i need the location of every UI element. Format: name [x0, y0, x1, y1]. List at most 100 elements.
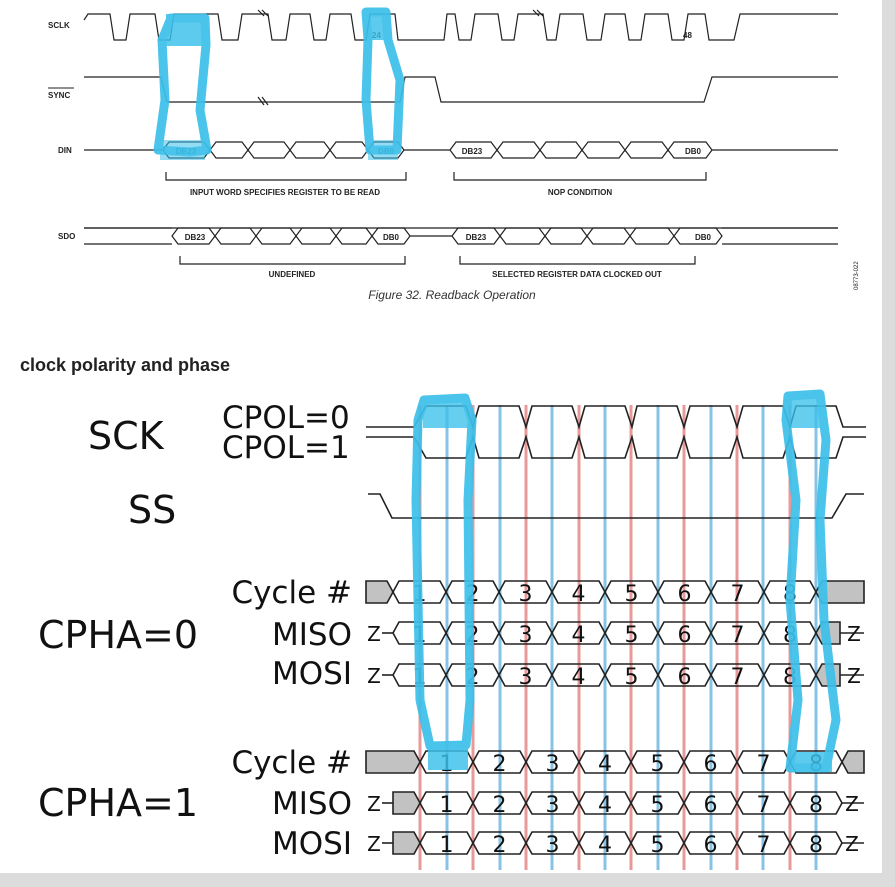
cpha1-cycle-cell-label-6: 6: [704, 752, 718, 777]
cpha1-miso-row: [382, 791, 864, 815]
ss-label: SS: [128, 488, 176, 532]
cpha1-mosi-lead-fill: [392, 831, 421, 855]
bottom-cell-labels: 12345678Z12345678ZZ12345678Z12345678Z123…: [367, 582, 861, 858]
cpha0-mosi-row: [382, 663, 864, 687]
cpha0-mosi-cell-label-6: 6: [678, 665, 692, 690]
cpha1-mosi-cell-label-3: 3: [546, 833, 560, 858]
cpha1-cycle-cell-label-3: 3: [546, 752, 560, 777]
cpha0-cycle-lead-fill: [365, 580, 394, 604]
cpha1-miso-cell-label-3: 3: [546, 793, 560, 818]
sdo-second-word: [451, 227, 723, 245]
sdo-first-brace-label: UNDEFINED: [269, 270, 316, 279]
cpha1-cycle-cell-label-4: 4: [598, 752, 612, 777]
content-panel: [0, 0, 882, 873]
cpha1-cycle-cell-label-5: 5: [651, 752, 665, 777]
cpha1-cycle-lead-fill: [365, 750, 421, 774]
figure-side-code: 08773-022: [854, 261, 860, 290]
cpha0-mosi-cell-label-7: 7: [731, 665, 745, 690]
highlighter-annotations: [153, 7, 841, 773]
figure-caption: Figure 32. Readback Operation: [368, 288, 536, 302]
cpha1-miso-cell-label-2: 2: [493, 793, 507, 818]
din-second-lsb-label: DB0: [685, 147, 702, 156]
section-heading: clock polarity and phase: [20, 355, 230, 375]
cpha0-cycle-cell-label-3: 3: [519, 582, 533, 607]
sdo-first-msb-label: DB23: [185, 233, 206, 242]
cpha0-mosi-cell-label-3: 3: [519, 665, 533, 690]
cpha1-miso-cell-label-8: 8: [809, 793, 823, 818]
highlight-fill-cpha1-cycle8: [792, 752, 832, 772]
cpha1-mosi-cell-label-7: 7: [757, 833, 771, 858]
din-second-word: [449, 141, 713, 159]
sdo-idle-lines: [84, 227, 838, 237]
cpha0-mosi-cell-label-4: 4: [572, 665, 586, 690]
sync-break-marks: [257, 96, 269, 106]
cpol1-label: CPOL=1: [222, 430, 350, 466]
cpha1-mosi-z-right: Z: [845, 832, 859, 856]
cpha1-miso-cell-label-7: 7: [757, 793, 771, 818]
cpha1-mosi-cell-label-6: 6: [704, 833, 718, 858]
cpha1-mosi-z-left: Z: [367, 832, 381, 856]
highlight-fill-sck-first: [423, 398, 469, 428]
cpha1-miso-z-right: Z: [845, 792, 859, 816]
cpha1-cycle-tail-fill: [841, 750, 865, 774]
highlight-first-cycle: [411, 393, 477, 751]
cpol0-label: CPOL=0: [222, 400, 350, 436]
cpha0-cycle-label: Cycle #: [231, 575, 352, 611]
cpha1-mosi-cell-label-8: 8: [809, 833, 823, 858]
cpha0-mosi-z-right: Z: [847, 664, 861, 688]
highlight-fill-sclk-1: [166, 14, 202, 46]
cpha1-mosi-row: [382, 831, 864, 855]
sclk-label: SCLK: [48, 21, 70, 30]
ss-waveform: [368, 493, 864, 519]
cpha1-miso-cell-label-6: 6: [704, 793, 718, 818]
cpha0-cycle-cell-label-5: 5: [625, 582, 639, 607]
sclk-break-marks: [257, 9, 544, 17]
cpha1-miso-cell-label-4: 4: [598, 793, 612, 818]
sync-label: SYNC: [48, 91, 70, 100]
cpha0-mosi-label: MOSI: [272, 656, 352, 692]
cpha0-miso-label: MISO: [272, 617, 352, 653]
cpha1-cycle-cell-label-2: 2: [493, 752, 507, 777]
highlight-fill-cpha1-cycle1: [428, 742, 468, 770]
cpha0-mosi-cell-label-5: 5: [625, 665, 639, 690]
cpha0-cycle-cell-label-6: 6: [678, 582, 692, 607]
cpha1-cycle-row: [365, 750, 865, 774]
din-second-msb-label: DB23: [462, 147, 483, 156]
sck-label: SCK: [88, 414, 165, 458]
highlight-fill-din-lsb: [368, 140, 398, 160]
cpha1-cycle-cell-label-7: 7: [757, 752, 771, 777]
cpha1-label: CPHA=1: [38, 781, 198, 825]
highlight-fill-din-msb: [160, 140, 205, 160]
cpha0-cycle-cell-label-4: 4: [572, 582, 586, 607]
cpha0-miso-cell-label-7: 7: [731, 623, 745, 648]
sdo-second-msb-label: DB23: [466, 233, 487, 242]
cpha1-miso-z-left: Z: [367, 792, 381, 816]
din-label: DIN: [58, 146, 72, 155]
sdo-second-lsb-label: DB0: [695, 233, 712, 242]
cpha1-mosi-cell-label-5: 5: [651, 833, 665, 858]
top-waveforms: [83, 9, 838, 265]
sdo-first-word: [171, 227, 411, 245]
highlight-fill-sclk-24: [364, 10, 386, 40]
sdo-second-brace-label: SELECTED REGISTER DATA CLOCKED OUT: [492, 270, 662, 279]
din-first-brace-label: INPUT WORD SPECIFIES REGISTER TO BE READ: [190, 188, 380, 197]
cpha0-miso-z-right: Z: [847, 622, 861, 646]
cpha0-cycle-cell-label-7: 7: [731, 582, 745, 607]
sdo-label: SDO: [58, 232, 75, 241]
cpha0-mosi-z-left: Z: [367, 664, 381, 688]
sdo-braces: [179, 256, 696, 265]
cpha1-mosi-label: MOSI: [272, 826, 352, 862]
cpha0-miso-cell-label-5: 5: [625, 623, 639, 648]
cpha1-cycle-label: Cycle #: [231, 745, 352, 781]
cpha0-miso-cell-label-6: 6: [678, 623, 692, 648]
cpha0-miso-cell-label-4: 4: [572, 623, 586, 648]
din-braces: [165, 172, 707, 181]
cpha1-mosi-cell-label-1: 1: [440, 833, 454, 858]
cpha1-mosi-cell-label-2: 2: [493, 833, 507, 858]
sdo-first-lsb-label: DB0: [383, 233, 400, 242]
clock-number-48: 48: [683, 31, 692, 40]
cpha1-miso-label: MISO: [272, 786, 352, 822]
cpha0-label: CPHA=0: [38, 613, 198, 657]
cpha1-miso-lead-fill: [392, 791, 421, 815]
